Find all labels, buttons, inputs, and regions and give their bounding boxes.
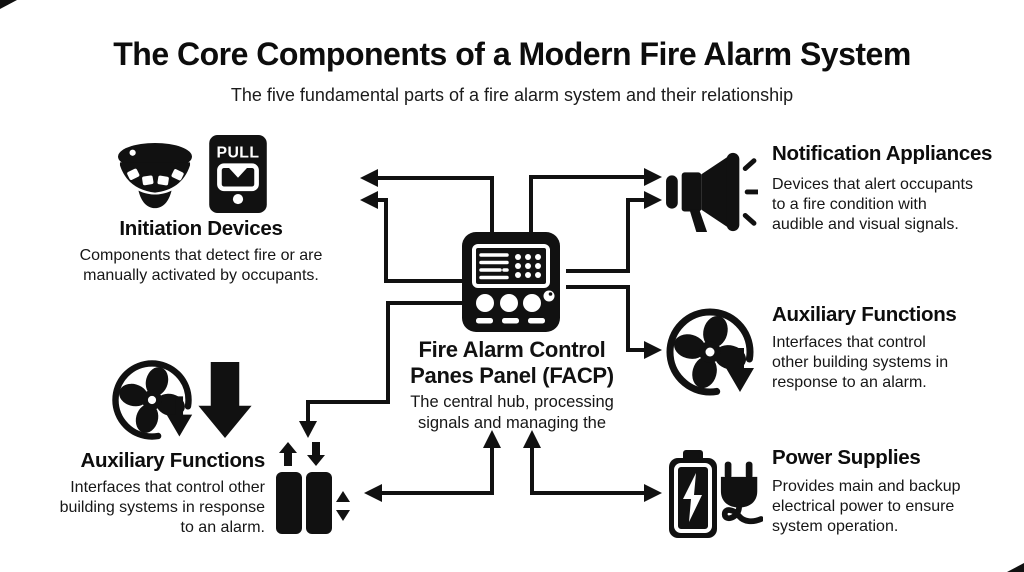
down-arrow-icon xyxy=(198,362,252,438)
elevator-icon xyxy=(276,442,350,534)
pull-station-icon: PULL xyxy=(209,135,267,213)
control-panel-icon xyxy=(462,232,560,332)
facp-heading-line: Panes Panel (FACP) xyxy=(410,363,614,388)
body-line: manually activated by occupants. xyxy=(83,267,319,284)
power-plug-icon xyxy=(720,461,763,525)
body-line: Provides main and backup xyxy=(772,478,961,495)
auxiliary-functions-right-description: Interfaces that control other building s… xyxy=(772,333,1012,393)
body-line: response to an alarm. xyxy=(772,374,927,391)
facp-description: The central hub, processing signals and … xyxy=(397,392,627,434)
fan-down-arrow-icon xyxy=(112,360,193,440)
corner-decoration-top-left xyxy=(0,0,17,9)
initiation-devices-heading: Initiation Devices xyxy=(119,217,283,240)
body-line: system operation. xyxy=(772,518,899,535)
body-line: Components that detect fire or are xyxy=(79,247,323,264)
power-supplies-heading: Power Supplies xyxy=(772,446,921,469)
body-line: to an alarm. xyxy=(180,519,265,536)
pull-label: PULL xyxy=(216,144,259,161)
auxiliary-functions-left-description: Interfaces that control other building s… xyxy=(15,478,265,538)
body-line: other building systems in xyxy=(772,354,949,371)
notification-appliances-description: Devices that alert occupants to a fire c… xyxy=(772,175,1012,235)
facp-heading: Fire Alarm Control Panes Panel (FACP) xyxy=(397,337,627,389)
notification-appliances-heading: Notification Appliances xyxy=(772,142,993,165)
page-title: The Core Components of a Modern Fire Ala… xyxy=(113,36,911,72)
body-line: The central hub, processing xyxy=(410,393,614,411)
auxiliary-functions-left-heading: Auxiliary Functions xyxy=(80,449,265,472)
body-line: Interfaces that control xyxy=(772,334,926,351)
auxiliary-functions-right-heading: Auxiliary Functions xyxy=(772,303,957,326)
body-line: building systems in response xyxy=(59,499,265,516)
corner-decoration-bottom-right xyxy=(1007,563,1024,572)
fan-down-arrow-icon xyxy=(666,308,754,396)
megaphone-icon xyxy=(666,152,758,233)
body-line: Interfaces that control other xyxy=(70,479,265,496)
initiation-devices-description: Components that detect fire or are manua… xyxy=(55,246,347,286)
body-line: audible and visual signals. xyxy=(772,216,959,233)
facp-heading-line: Fire Alarm Control xyxy=(418,337,606,362)
body-line: to a fire condition with xyxy=(772,196,927,213)
smoke-detector-icon xyxy=(118,142,192,209)
power-supplies-description: Provides main and backup electrical powe… xyxy=(772,477,1012,537)
body-line: Devices that alert occupants xyxy=(772,176,973,193)
page-subtitle: The five fundamental parts of a fire ala… xyxy=(230,85,794,105)
battery-icon xyxy=(669,450,717,538)
body-line: signals and managing the xyxy=(417,414,607,432)
body-line: electrical power to ensure xyxy=(772,498,955,515)
